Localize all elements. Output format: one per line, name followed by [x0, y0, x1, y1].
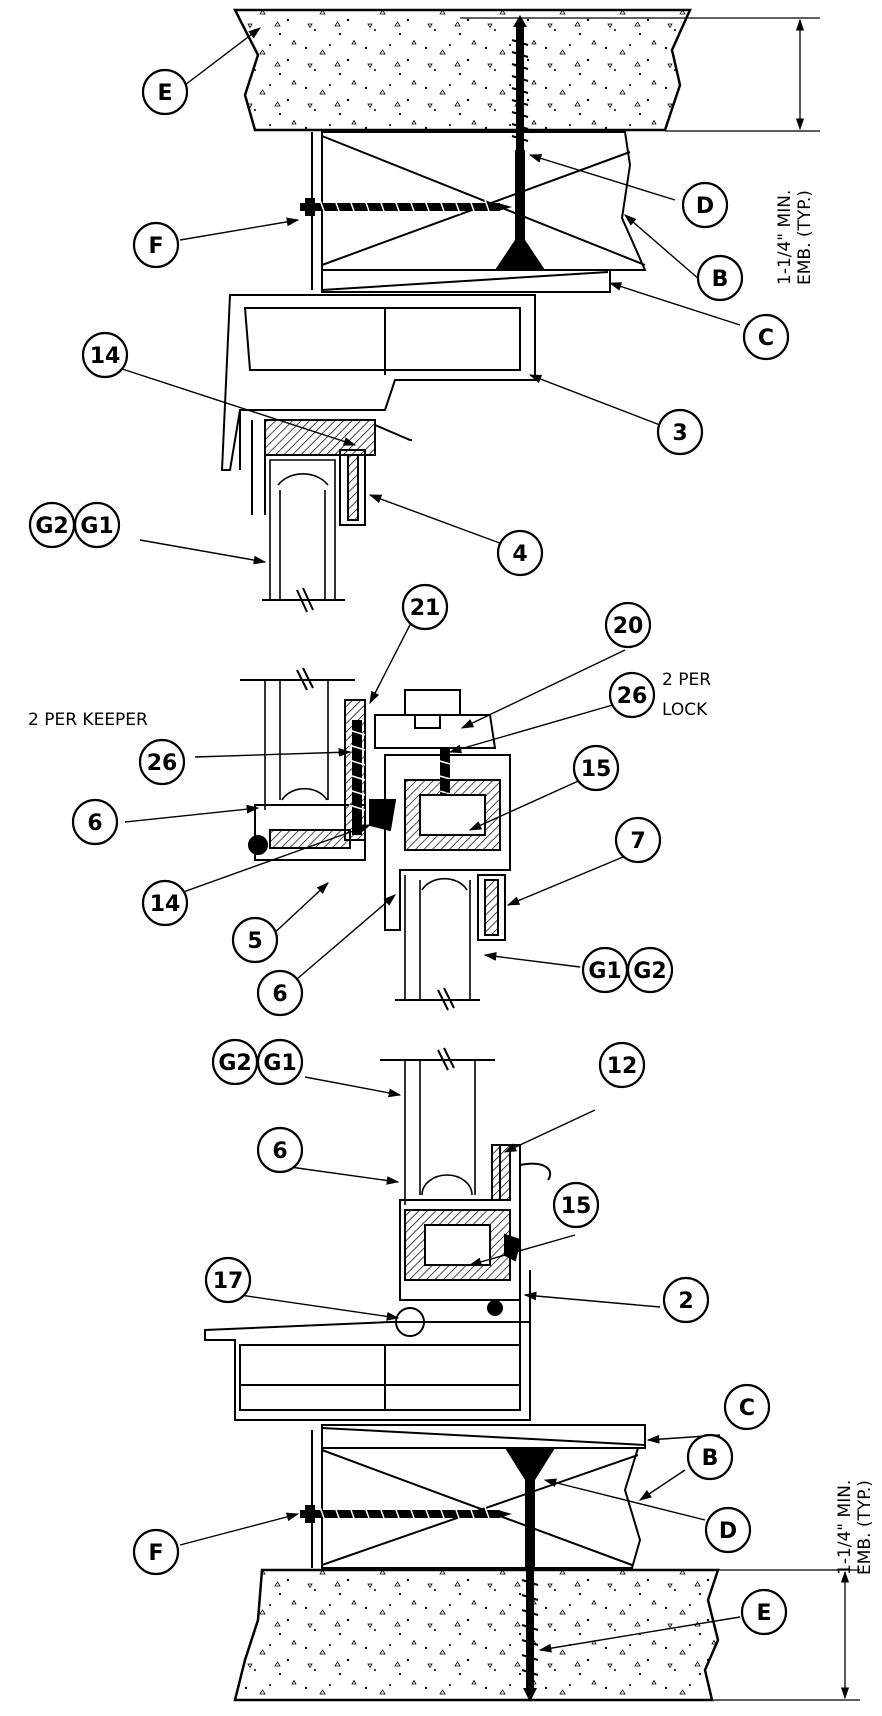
callout-17: 17	[204, 1256, 252, 1304]
callout-label: 4	[512, 542, 527, 567]
callout-label: G1	[80, 514, 113, 539]
callout-4: 4	[496, 529, 544, 577]
callout-label: C	[758, 326, 774, 351]
per-lock-note-line1: 2 PER	[662, 670, 711, 690]
callout-label: D	[719, 1519, 737, 1544]
callout-label: 12	[607, 1054, 638, 1079]
callout-C-bottom: C	[723, 1383, 771, 1431]
top-frame-screw	[300, 198, 512, 216]
callout-G1-bottom: G1	[256, 1038, 304, 1086]
keeper-screw	[348, 720, 366, 835]
callout-label: 14	[90, 344, 121, 369]
callout-F-top: F	[132, 221, 180, 269]
callout-3: 3	[656, 408, 704, 456]
bottom-embedment-note-line2: EMB. (TYP.)	[855, 1480, 875, 1575]
callout-label: 15	[561, 1194, 592, 1219]
callout-label: 6	[272, 1139, 287, 1164]
bottom-sash-rail	[395, 1144, 552, 1337]
callout-C-top: C	[742, 313, 790, 361]
callout-label: 17	[213, 1269, 244, 1294]
callout-D-top: D	[681, 181, 729, 229]
callout-label: 3	[672, 421, 687, 446]
meeting-rail-right-sash	[369, 754, 511, 941]
callout-label: B	[702, 1446, 719, 1471]
top-embedment-note-line1: 1-1/4" MIN.	[775, 190, 795, 285]
callout-label: 2	[678, 1289, 693, 1314]
callout-label: F	[148, 1541, 163, 1566]
bottom-frame-screw	[300, 1505, 512, 1523]
callout-G2-bottom: G2	[211, 1038, 259, 1086]
meeting-rail-right-glass	[395, 875, 480, 1011]
top-anchor-screw	[495, 15, 545, 270]
callout-B-bottom: B	[686, 1433, 734, 1481]
callout-label: G1	[263, 1051, 296, 1076]
callout-14-top: 14	[81, 331, 129, 379]
callout-20: 20	[604, 601, 652, 649]
callout-label: 20	[613, 614, 644, 639]
meeting-rail-left-glass	[240, 667, 355, 810]
callout-6-mid-right: 6	[256, 969, 304, 1017]
callout-15-bottom: 15	[552, 1181, 600, 1229]
callout-label: G2	[218, 1051, 251, 1076]
top-embedment-dimension	[460, 17, 820, 132]
callout-15-mid: 15	[572, 744, 620, 792]
meeting-rail-left-sash	[248, 699, 366, 861]
callout-D-bottom: D	[704, 1506, 752, 1554]
per-keeper-note: 2 PER KEEPER	[28, 710, 148, 730]
leader-lines	[109, 27, 741, 1653]
callout-G2-top: G2	[28, 501, 76, 549]
bottom-embedment-note-line1: 1-1/4" MIN.	[835, 1480, 855, 1575]
bottom-concrete-substrate	[233, 1568, 720, 1702]
callout-26-left: 26	[138, 738, 186, 786]
callout-label: F	[148, 234, 163, 259]
callout-14-mid: 14	[141, 879, 189, 927]
per-lock-note-line2: LOCK	[662, 700, 708, 720]
callout-label: G2	[633, 959, 666, 984]
callout-label: 14	[150, 892, 181, 917]
callout-label: 21	[410, 596, 441, 621]
callout-5: 5	[231, 916, 279, 964]
sill-frame-extrusion	[204, 1270, 531, 1421]
callout-label: E	[756, 1601, 771, 1626]
sash-lock	[374, 689, 497, 749]
callout-label: 6	[272, 982, 287, 1007]
callout-label: C	[739, 1396, 755, 1421]
top-concrete-substrate	[232, 8, 692, 132]
callout-label: 5	[247, 929, 262, 954]
callout-label: 26	[147, 751, 178, 776]
callout-21: 21	[401, 583, 449, 631]
callout-2: 2	[662, 1276, 710, 1324]
upper-glass-unit	[262, 459, 345, 613]
head-frame-extrusion	[220, 294, 536, 526]
callout-G1-mid: G1	[581, 946, 629, 994]
callout-label: B	[712, 267, 729, 292]
top-wood-buck	[311, 131, 647, 293]
callout-label: 6	[87, 811, 102, 836]
callout-label: G2	[35, 514, 68, 539]
callout-G1-top: G1	[73, 501, 121, 549]
callout-E-top: E	[141, 68, 189, 116]
bottom-wood-buck	[311, 1424, 646, 1569]
callout-E-bottom: E	[740, 1588, 788, 1636]
callout-6-mid-left: 6	[71, 798, 119, 846]
bottom-embedment-dimension	[545, 1569, 860, 1701]
callout-label: 7	[630, 829, 645, 854]
callout-26-right: 26	[608, 671, 656, 719]
callout-F-bottom: F	[132, 1528, 180, 1576]
callout-G2-mid: G2	[626, 946, 674, 994]
callout-B-top: B	[696, 254, 744, 302]
top-embedment-note-line2: EMB. (TYP.)	[795, 190, 815, 285]
callout-7: 7	[614, 816, 662, 864]
callout-12: 12	[598, 1041, 646, 1089]
callout-label: 26	[617, 684, 648, 709]
callout-6-bottom: 6	[256, 1126, 304, 1174]
lower-glass-unit	[380, 1047, 495, 1205]
callout-label: E	[157, 81, 172, 106]
callout-label: G1	[588, 959, 621, 984]
callout-label: 15	[581, 757, 612, 782]
callout-label: D	[696, 194, 714, 219]
